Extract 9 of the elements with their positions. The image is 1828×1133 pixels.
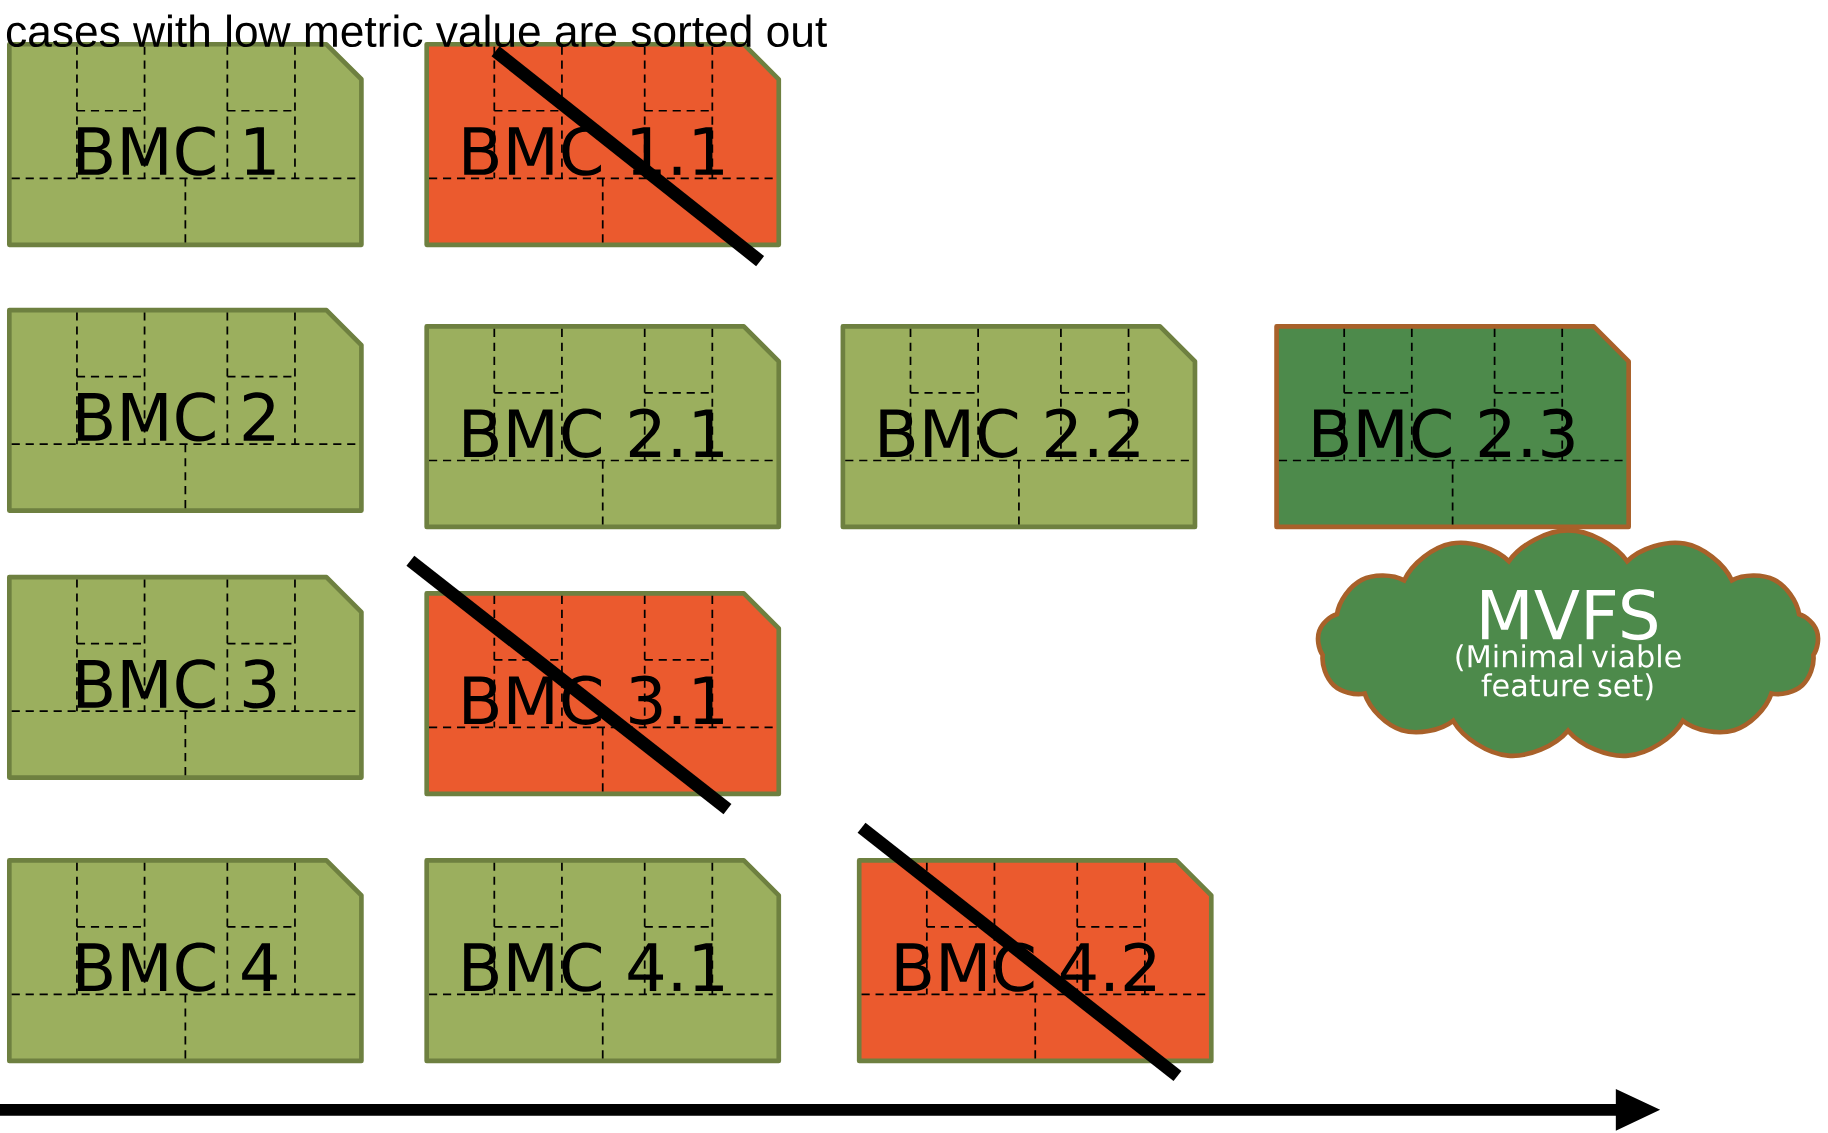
canvas-card: BMC 4.1 (424, 858, 782, 1064)
canvas-card: BMC 4.2 (856, 858, 1214, 1064)
canvas-card: BMC 2 (7, 307, 364, 513)
canvas-card: BMC 3 (7, 574, 364, 780)
canvas-card: BMC 2.3 (1274, 324, 1631, 530)
canvas-card: BMC 2.1 (424, 324, 782, 530)
canvas-card: BMC 4 (7, 858, 364, 1064)
cloud: MVFS (Minimal viable feature set) (1315, 528, 1821, 759)
canvas-card: BMC 2.2 (840, 324, 1198, 530)
